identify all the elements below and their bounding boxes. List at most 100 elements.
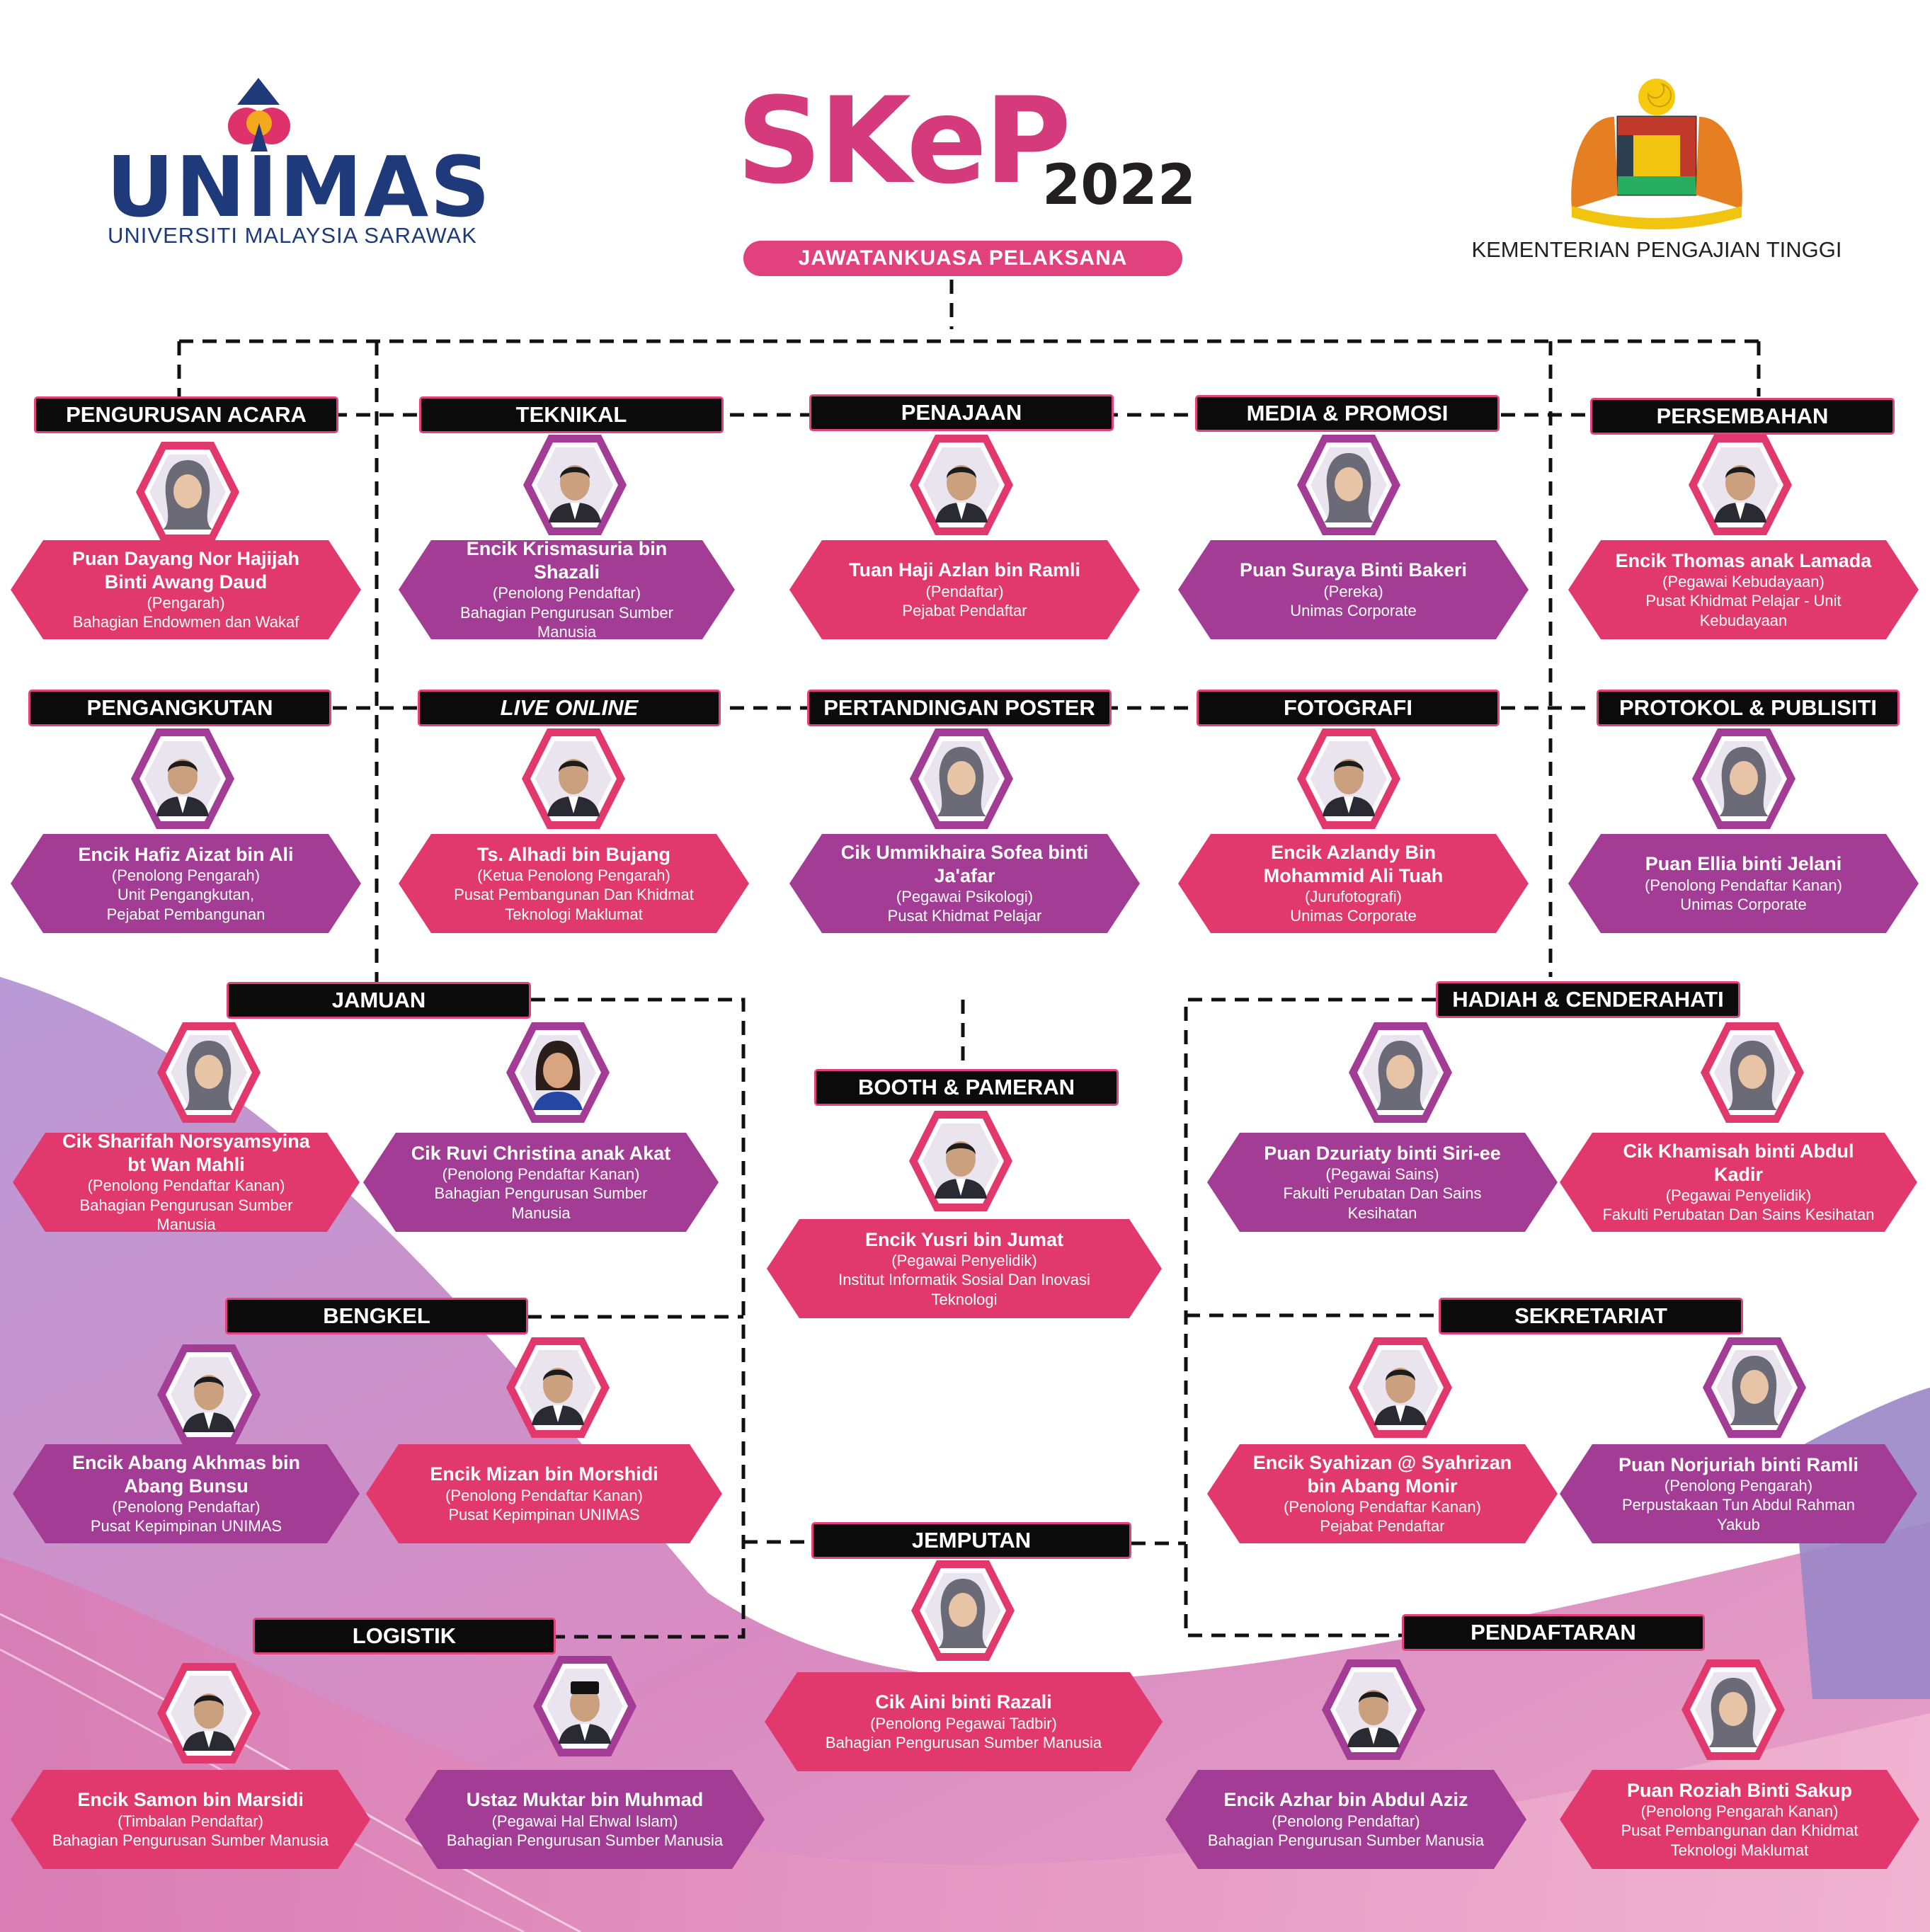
member-department: Pusat Khidmat Pelajar — [887, 907, 1042, 925]
member-photo — [1701, 1022, 1804, 1123]
person-silhouette-icon — [559, 1681, 611, 1744]
member-name: Puan Suraya Binti Bakeri — [1239, 559, 1468, 581]
member-card: Encik Azhar bin Abdul Aziz(Penolong Pend… — [1165, 1770, 1526, 1869]
section-header-hadiah-cenderahati: HADIAH & CENDERAHATI — [1436, 981, 1740, 1018]
member-department: Bahagian Pengurusan Sumber Manusia — [52, 1831, 329, 1850]
member-role: (Pegawai Kebudayaan) — [1662, 572, 1825, 590]
member-name: Encik Hafiz Aizat bin Ali — [78, 843, 294, 865]
member-name: Puan Dzuriaty binti Siri-ee — [1264, 1142, 1501, 1164]
person-silhouette-icon — [156, 759, 209, 816]
member-card: Encik Samon bin Marsidi(Timbalan Pendaft… — [11, 1770, 370, 1869]
member-name: Encik Yusri bin Jumat — [864, 1228, 1064, 1250]
member-card: Cik Khamisah binti Abdul Kadir(Pegawai P… — [1560, 1133, 1917, 1232]
member-role: (Penolong Pendaftar Kanan) — [1284, 1497, 1481, 1516]
person-silhouette-icon — [1728, 1041, 1777, 1110]
section-header-pengurusan-acara: PENGURUSAN ACARA — [34, 396, 338, 433]
section-header-sekretariat: SEKRETARIAT — [1439, 1298, 1743, 1334]
member-photo — [1692, 728, 1795, 829]
member-department-line-2: Teknologi Maklumat — [1670, 1841, 1809, 1859]
member-card: Ts. Alhadi bin Bujang(Ketua Penolong Pen… — [399, 834, 749, 933]
member-department: Fakulti Perubatan Dan Sains Kesihatan — [1602, 1206, 1875, 1224]
skep-year: 2022 — [1042, 154, 1197, 217]
section-header-pendaftaran: PENDAFTARAN — [1402, 1614, 1705, 1651]
member-card: Puan Norjuriah binti Ramli(Penolong Peng… — [1560, 1444, 1917, 1543]
member-card: Encik Syahizan @ Syahrizan bin Abang Mon… — [1207, 1444, 1558, 1543]
member-photo — [1689, 435, 1792, 535]
member-photo — [506, 1337, 610, 1438]
section-header-pengangkutan: PENGANGKUTAN — [28, 690, 331, 726]
member-card: Tuan Haji Azlan bin Ramli(Pendaftar)Peja… — [789, 540, 1140, 639]
member-department: Bahagian Pengurusan Sumber Manusia — [1207, 1831, 1485, 1850]
member-name: Encik Samon bin Marsidi — [77, 1789, 304, 1811]
member-photo — [157, 1344, 261, 1445]
member-name: Encik Thomas anak Lamada — [1615, 549, 1872, 571]
section-title: LIVE ONLINE — [500, 695, 639, 720]
member-name: Puan Ellia binti Jelani — [1645, 853, 1842, 875]
section-header-penajaan: PENAJAAN — [809, 394, 1114, 431]
member-card: Encik Yusri bin Jumat(Pegawai Penyelidik… — [767, 1219, 1162, 1318]
member-role: (Pendaftar) — [925, 582, 1004, 600]
section-header-persembahan: PERSEMBAHAN — [1590, 398, 1895, 435]
member-department: Unimas Corporate — [1680, 896, 1807, 914]
member-photo — [909, 1111, 1012, 1211]
member-department: Bahagian Pengurusan Sumber Manusia — [460, 603, 673, 641]
section-header-media-promosi: MEDIA & PROMOSI — [1195, 395, 1500, 432]
member-name: Ustaz Muktar bin Muhmad — [466, 1789, 704, 1811]
member-card: Encik Mizan bin Morshidi(Penolong Pendaf… — [366, 1444, 722, 1543]
member-role: (Penolong Pegawai Tadbir) — [870, 1714, 1057, 1732]
member-role: (Penolong Pendaftar) — [112, 1497, 261, 1516]
member-name: Encik Mizan bin Morshidi — [430, 1463, 658, 1485]
member-card: Cik Aini binti Razali(Penolong Pegawai T… — [765, 1672, 1163, 1771]
member-role: (Jurufotografi) — [1305, 887, 1402, 905]
person-silhouette-icon — [1374, 1368, 1427, 1425]
skep-wordmark: SKeP — [736, 72, 1071, 210]
member-card: Puan Ellia binti Jelani(Penolong Pendaft… — [1568, 834, 1919, 933]
section-title: HADIAH & CENDERAHATI — [1452, 987, 1724, 1012]
member-role: (Pegawai Penyelidik) — [891, 1251, 1037, 1269]
member-photo — [911, 1560, 1015, 1661]
member-photo — [910, 728, 1013, 829]
member-department: Pejabat Pendaftar — [1320, 1517, 1445, 1536]
member-name: Puan Norjuriah binti Ramli — [1618, 1453, 1859, 1475]
member-role: (Timbalan Pendaftar) — [118, 1812, 263, 1830]
member-name: Encik Abang Akhmas bin Abang Bunsu — [72, 1452, 301, 1497]
section-header-protokol-publisiti: PROTOKOL & PUBLISITI — [1597, 690, 1900, 726]
person-silhouette-icon — [163, 460, 212, 530]
member-department: Pusat Kepimpinan UNIMAS — [90, 1517, 282, 1536]
member-department: Pusat Khidmat Pelajar - Unit Kebudayaan — [1645, 592, 1842, 629]
unimas-logo: UNIMAS UNIVERSITI MALAYSIA SARAWAK — [99, 78, 490, 255]
member-department: Perpustakaan Tun Abdul Rahman Yakub — [1621, 1496, 1855, 1533]
person-silhouette-icon — [533, 1041, 583, 1110]
section-header-pertandingan-poster: PERTANDINGAN POSTER — [807, 690, 1112, 726]
member-card: Puan Dzuriaty binti Siri-ee(Pegawai Sain… — [1207, 1133, 1558, 1232]
member-card: Encik Krismasuria bin Shazali(Penolong P… — [399, 540, 735, 639]
kpt-logo: KEMENTERIAN PENGAJIAN TINGGI — [1458, 67, 1855, 273]
member-department: Pusat Pembangunan dan Khidmat — [1621, 1822, 1858, 1840]
member-department: Bahagian Pengurusan Sumber Manusia — [434, 1184, 648, 1222]
member-name: Cik Khamisah binti Abdul Kadir — [1623, 1141, 1854, 1185]
person-silhouette-icon — [547, 759, 600, 816]
section-title: PENAJAAN — [901, 400, 1022, 425]
member-photo — [1297, 435, 1400, 535]
member-photo — [131, 728, 234, 829]
member-name: Encik Azhar bin Abdul Aziz — [1223, 1789, 1468, 1811]
member-role: (Penolong Pengarah Kanan) — [1640, 1802, 1839, 1820]
person-silhouette-icon — [532, 1368, 584, 1425]
member-department: Pejabat Pendaftar — [902, 602, 1027, 620]
member-card: Cik Sharifah Norsyamsyina bt Wan Mahli(P… — [13, 1133, 360, 1232]
member-photo — [157, 1022, 261, 1123]
member-department: Bahagian Endowmen dan Wakaf — [72, 613, 299, 631]
section-title: JAMUAN — [331, 988, 426, 1012]
member-card: Encik Hafiz Aizat bin Ali(Penolong Penga… — [11, 834, 361, 933]
member-name: Ts. Alhadi bin Bujang — [477, 843, 670, 865]
member-department: Fakulti Perubatan Dan Sains Kesihatan — [1283, 1184, 1482, 1222]
member-name: Puan Dayang Nor Hajijah Binti Awang Daud — [72, 548, 300, 593]
skep-logo: SKeP 2022 JAWATANKUASA PELAKSANA — [736, 72, 1196, 280]
section-header-jemputan: JEMPUTAN — [811, 1522, 1131, 1559]
section-title: PERTANDINGAN POSTER — [823, 695, 1095, 720]
member-role: (Penolong Pendaftar Kanan) — [442, 1165, 640, 1183]
section-header-fotografi: FOTOGRAFI — [1197, 690, 1500, 726]
member-name: Encik Krismasuria bin Shazali — [466, 538, 668, 583]
member-role: (Pegawai Psikologi) — [896, 887, 1034, 905]
member-role: (Penolong Pengarah) — [1664, 1476, 1813, 1494]
